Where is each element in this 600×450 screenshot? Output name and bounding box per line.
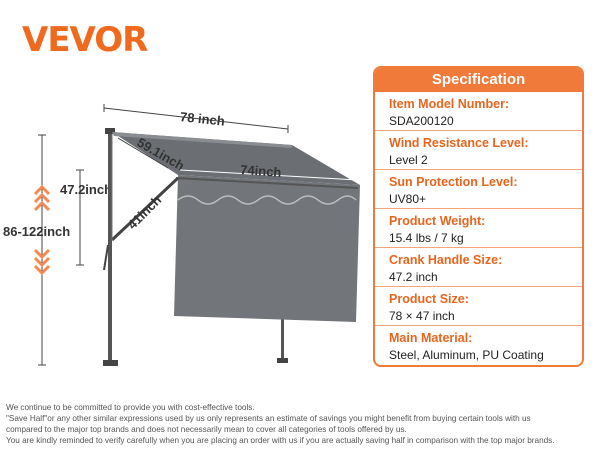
support-arm bbox=[110, 176, 180, 242]
canopy-slope bbox=[112, 132, 360, 185]
disclaimer-footer: We continue to be committed to provide y… bbox=[6, 402, 598, 446]
disclaimer-line: compared to the major top brands and doe… bbox=[6, 425, 407, 434]
spec-value: UV80+ bbox=[389, 192, 427, 206]
spec-row-sun: Sun Protection Level: UV80+ bbox=[375, 170, 582, 209]
top-width-label: 78 inch bbox=[179, 109, 225, 129]
depth-label: 41inch bbox=[125, 192, 165, 232]
disclaimer-line: You are kindly reminded to verify carefu… bbox=[6, 436, 555, 445]
spec-value: 47.2 inch bbox=[389, 270, 438, 284]
spec-value: Steel, Aluminum, PU Coating bbox=[389, 348, 544, 362]
spec-label: Sun Protection Level: bbox=[389, 175, 518, 189]
spec-row-wind: Wind Resistance Level: Level 2 bbox=[375, 131, 582, 170]
spec-row-material: Main Material: Steel, Aluminum, PU Coati… bbox=[375, 326, 582, 365]
spec-row-weight: Product Weight: 15.4 lbs / 7 kg bbox=[375, 209, 582, 248]
spec-label: Product Weight: bbox=[389, 214, 486, 228]
spec-value: 15.4 lbs / 7 kg bbox=[389, 231, 464, 245]
up-arrows-icon bbox=[33, 184, 51, 212]
front-width-label: 74inch bbox=[240, 162, 282, 180]
spec-label: Crank Handle Size: bbox=[389, 253, 503, 267]
spec-label: Item Model Number: bbox=[389, 97, 510, 111]
spec-row-crank: Crank Handle Size: 47.2 inch bbox=[375, 248, 582, 287]
specification-panel: Specification Item Model Number: SDA2001… bbox=[373, 66, 584, 367]
crank-handle bbox=[103, 244, 109, 271]
canopy-front bbox=[174, 175, 360, 322]
spec-value: Level 2 bbox=[389, 153, 428, 167]
spec-label: Main Material: bbox=[389, 331, 473, 345]
spec-row-model: Item Model Number: SDA200120 bbox=[375, 92, 582, 131]
arm-height-label: 47.2inch bbox=[60, 182, 112, 197]
down-arrows-icon bbox=[33, 248, 51, 276]
disclaimer-line: "Save Half"or any other similar expressi… bbox=[6, 414, 531, 423]
disclaimer-line: We continue to be committed to provide y… bbox=[6, 403, 255, 412]
awning-illustration: 86-122inch 47.2inch 78 inch 59.1inch 74i… bbox=[3, 104, 360, 366]
specification-title: Specification bbox=[375, 68, 582, 92]
spec-label: Wind Resistance Level: bbox=[389, 136, 529, 150]
spec-row-size: Product Size: 78 × 47 inch bbox=[375, 287, 582, 326]
spec-value: SDA200120 bbox=[389, 114, 454, 128]
spec-value: 78 × 47 inch bbox=[389, 309, 455, 323]
front-pole bbox=[281, 315, 284, 360]
spec-label: Product Size: bbox=[389, 292, 469, 306]
vevor-logo: VEVOR bbox=[22, 20, 148, 60]
total-height-label: 86-122inch bbox=[3, 224, 70, 239]
main-pole bbox=[108, 130, 112, 365]
